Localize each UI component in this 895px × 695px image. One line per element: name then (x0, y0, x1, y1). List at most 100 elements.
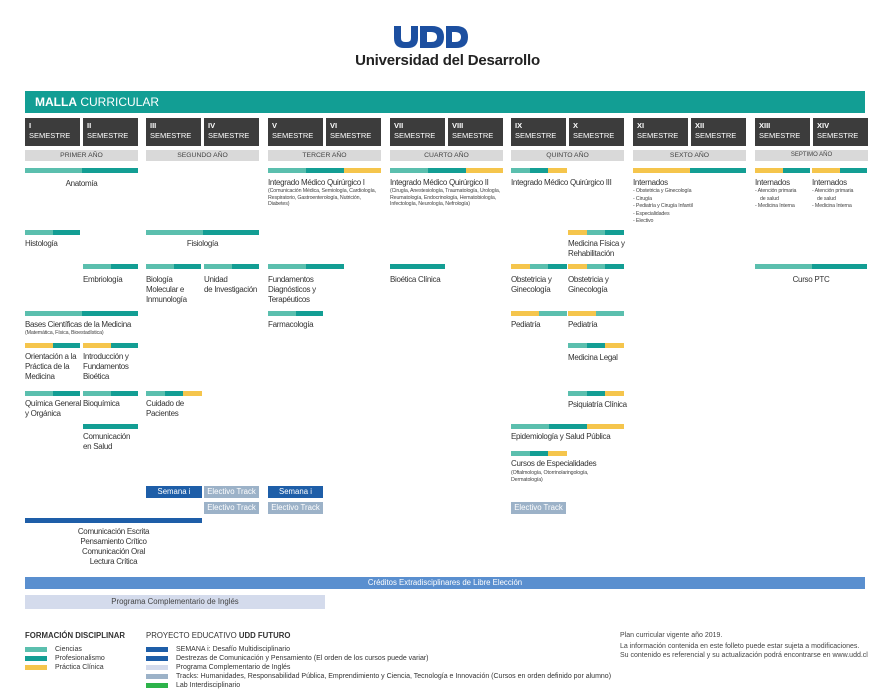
course-internados-6-sub: - Obstetricia y Ginecología- Cirugía- Pe… (633, 188, 693, 224)
bar-imq3-p (530, 168, 548, 173)
electivo-track-4: Electivo Track 4 (511, 502, 566, 524)
bar-ped9-c (539, 311, 567, 316)
semester-number: X (573, 121, 579, 130)
bar-bases-c (25, 311, 82, 316)
page-title: MALLA CURRICULAR (25, 91, 865, 113)
bar-medfis-c (587, 230, 605, 235)
semester-number: VIII (452, 121, 464, 130)
bar-ped9-cli (511, 311, 539, 316)
bar-imq3-c (511, 168, 530, 173)
bar-medlegal-p (587, 343, 605, 348)
course-imq3: Integrado Médico Quirúrgico III (511, 178, 612, 187)
semester-label: SEMESTRE (87, 131, 129, 140)
semester-number: XII (695, 121, 705, 130)
course-imq1: Integrado Médico Quirúrgico I (268, 178, 365, 187)
course-medicina-legal: Medicina Legal (568, 353, 618, 362)
semester-number: IV (208, 121, 216, 130)
bar-cuidado-p (165, 391, 183, 396)
bar-int13-p (783, 168, 810, 173)
bar-biomol-p (174, 264, 201, 269)
electivo-track-2: Electivo Track 2 (204, 502, 259, 524)
semester-number: XI (637, 121, 645, 130)
bar-ped10-cli (568, 311, 596, 316)
legend-profesionalismo: Profesionalismo (55, 655, 105, 662)
bar-int6-cli (633, 168, 690, 173)
semester-label: SEMESTRE (515, 131, 557, 140)
semester-label: SEMESTRE (573, 131, 615, 140)
bar-psiq-cli (605, 391, 624, 396)
bar-esp-p (530, 451, 548, 456)
course-especialidades: Cursos de Especialidades (511, 459, 597, 468)
course-histologia: Histología (25, 239, 58, 248)
semester-number: VII (394, 121, 404, 130)
semester-label: SEMESTRE (452, 131, 494, 140)
semester-number: XIII (759, 121, 771, 130)
university-name: Universidad del Desarrollo (355, 52, 540, 69)
legend-swatch-tracks (146, 674, 168, 679)
bar-imq3-cli (548, 168, 567, 173)
semester-number: XIV (817, 121, 830, 130)
bar-obst10-p (605, 264, 624, 269)
course-imq2: Integrado Médico Quirúrgico II (390, 178, 489, 187)
bar-imq2-c (390, 168, 428, 173)
bar-obst9-p (548, 264, 567, 269)
electivo-track-3: Electivo Track 3 (268, 502, 323, 524)
bar-bioq-c (83, 391, 111, 396)
course-internados-13: Internados (755, 178, 790, 187)
course-bases: Bases Científicas de la Medicina (25, 320, 132, 329)
bar-obst10-c (587, 264, 605, 269)
bar-imq2-cli (466, 168, 503, 173)
semana-i-block-1: Semana i (146, 486, 202, 498)
bar-obst9-cli (511, 264, 530, 269)
legend-semana: SEMANA i: Desafío Multidisciplinario (176, 646, 290, 653)
semester-label: SEMESTRE (272, 131, 314, 140)
bar-ptc-p (812, 264, 867, 269)
bar-medlegal-cli (605, 343, 624, 348)
bar-cuidado-c (146, 391, 165, 396)
bar-intro-p (111, 343, 138, 348)
bar-histologia-p (53, 230, 80, 235)
legend-tracks: Tracks: Humanidades, Responsabilidad Púb… (176, 673, 612, 680)
course-bioquimica: Bioquímica (83, 399, 120, 408)
bar-destrezas (25, 518, 202, 523)
note-plan: Plan curricular vigente año 2019. (620, 632, 723, 639)
legend-formacion-title: FORMACIÓN DISCIPLINAR (25, 631, 126, 640)
semester-number: IX (515, 121, 523, 130)
bar-medlegal-c (568, 343, 587, 348)
bar-medfis-cli (568, 230, 587, 235)
legend-proyecto-title: PROYECTO EDUCATIVO UDD FUTURO (146, 631, 291, 640)
legend-practica: Práctica Clínica (55, 664, 104, 671)
bar-bioq-p (111, 391, 138, 396)
semester-label: SEMESTRE (695, 131, 737, 140)
bar-imq1-cli (344, 168, 381, 173)
semester-number: V (272, 121, 278, 130)
legend-swatch-ingles (146, 665, 168, 670)
year-label-6: SEXTO AÑO (633, 150, 746, 161)
bar-intro-cli (83, 343, 111, 348)
semester-label: SEMESTRE (817, 131, 859, 140)
year-label-5: QUINTO AÑO (511, 150, 624, 161)
semester-label: SEMESTRE (330, 131, 372, 140)
bar-ptc-c (755, 264, 812, 269)
course-embriologia: Embriología (83, 275, 123, 284)
bar-unidad-c (204, 264, 232, 269)
semester-label: SEMESTRE (29, 131, 71, 140)
course-internados-6: Internados (633, 178, 668, 187)
bar-int13-cli (755, 168, 783, 173)
